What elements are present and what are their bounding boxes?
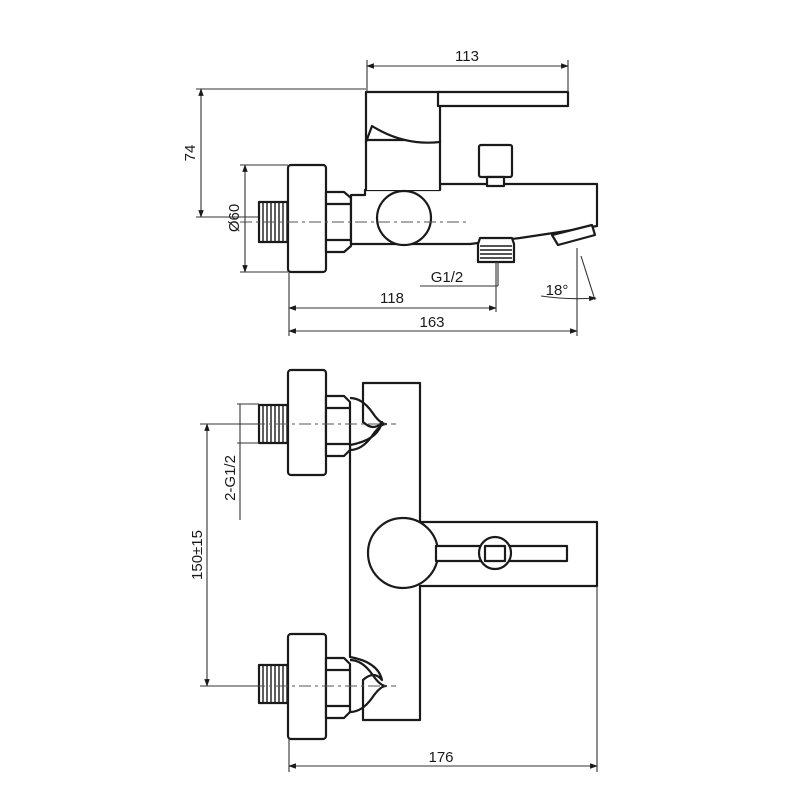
dimension-176-label: 176 bbox=[428, 749, 453, 766]
dimension-diameter: Ø60 bbox=[226, 164, 288, 273]
dimension-118: 118 bbox=[288, 262, 497, 336]
dimension-angle: 18° bbox=[540, 248, 597, 302]
top-cartridge-round bbox=[366, 516, 440, 590]
top-lower-inlet bbox=[257, 632, 388, 741]
side-cartridge bbox=[364, 138, 442, 190]
dimension-163: 163 bbox=[288, 300, 578, 336]
top-diverter-knob bbox=[477, 535, 513, 571]
outlet-thread-callout: G1/2 bbox=[420, 262, 499, 287]
dimension-inlet-spacing: 150±15 bbox=[189, 423, 259, 687]
side-view bbox=[240, 90, 599, 274]
dimension-176: 176 bbox=[288, 586, 598, 772]
dimension-angle-label: 18° bbox=[546, 282, 569, 299]
dimension-diameter-label: Ø60 bbox=[226, 204, 243, 232]
inlet-spacing-label: 150±15 bbox=[189, 530, 206, 580]
dimension-163-label: 163 bbox=[419, 314, 444, 331]
side-outlet-thread bbox=[476, 236, 516, 264]
side-lever-cap bbox=[364, 90, 442, 144]
side-cartridge-round bbox=[375, 189, 433, 247]
outlet-thread-label: G1/2 bbox=[431, 269, 464, 286]
side-diverter-knob bbox=[477, 143, 514, 188]
dimension-inlet-thread: 2-G1/2 bbox=[222, 403, 259, 520]
side-aerator bbox=[550, 223, 597, 247]
side-wall-flange bbox=[286, 163, 328, 274]
inlet-thread-label: 2-G1/2 bbox=[222, 455, 239, 501]
dimension-113-label: 113 bbox=[455, 48, 479, 65]
dimension-118-label: 118 bbox=[380, 290, 404, 307]
side-lever-handle bbox=[436, 90, 570, 108]
top-view bbox=[230, 368, 599, 741]
top-upper-inlet bbox=[257, 368, 388, 477]
dimension-113: 113 bbox=[366, 48, 569, 92]
dimension-74-label: 74 bbox=[182, 145, 199, 162]
